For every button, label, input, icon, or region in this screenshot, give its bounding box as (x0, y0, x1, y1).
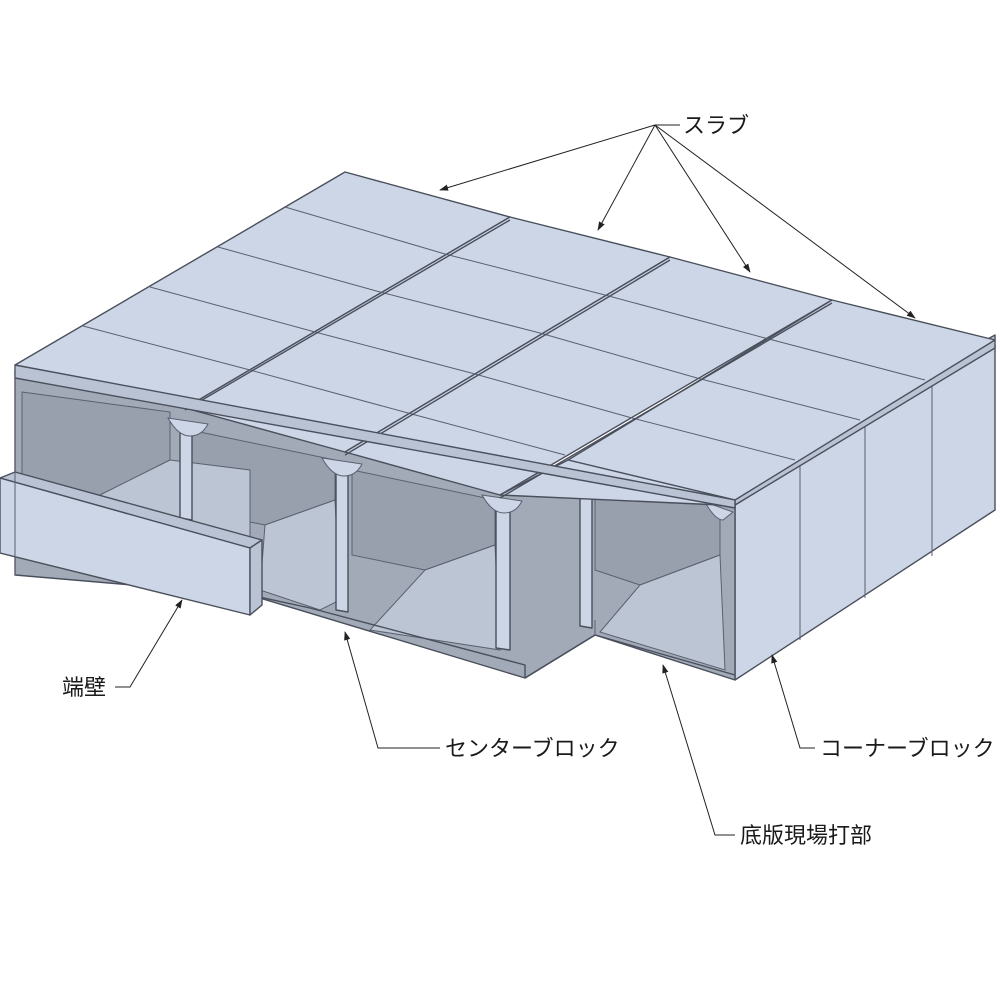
leader-lines (115, 124, 916, 836)
end-wall (0, 471, 263, 616)
label-end-wall: 端壁 (62, 676, 106, 701)
bottom-slab-edges (249, 594, 736, 679)
label-slab: スラブ (683, 114, 749, 139)
label-center-block: センターブロック (445, 737, 620, 762)
label-bottom-slab-cast: 底版現場打部 (740, 824, 872, 849)
cell-floors (89, 459, 726, 671)
culvert-structure (0, 171, 996, 681)
label-corner-block: コーナーブロック (820, 737, 995, 762)
divider-walls (179, 429, 593, 651)
haunches (167, 417, 735, 521)
